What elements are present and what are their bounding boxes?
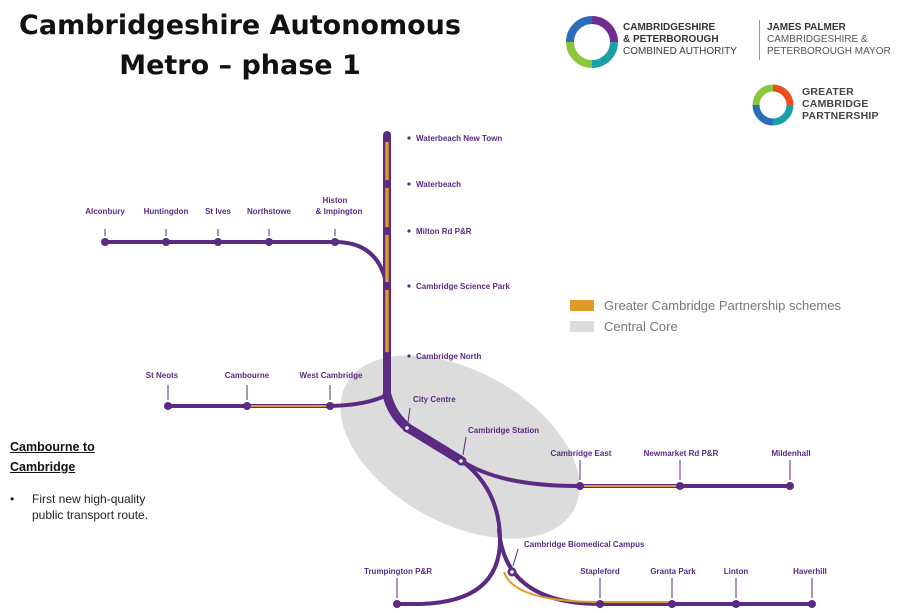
mayor-line-3: PETERBOROUGH MAYOR: [767, 46, 891, 57]
station-waterbeach-new-town: Waterbeach New Town: [383, 134, 502, 143]
station-trumpington: Trumpington P&R: [364, 567, 432, 608]
station-histon-impington: Histon & Impington: [316, 196, 363, 246]
station-label: Newmarket Rd P&R: [644, 449, 719, 458]
ca-line-1: CAMBRIDGESHIRE: [623, 22, 716, 33]
legend-label-core: Central Core: [604, 319, 678, 334]
station-label-line-2: & Impington: [316, 207, 363, 216]
ca-line-3: COMBINED AUTHORITY: [623, 46, 737, 57]
station-st-ives: St Ives: [205, 207, 231, 246]
station-label: Alconbury: [85, 207, 125, 216]
mayor-line-1: JAMES PALMER: [767, 22, 846, 33]
station-label: City Centre: [413, 395, 456, 404]
station-label: Mildenhall: [771, 449, 810, 458]
station-label: Cambridge Biomedical Campus: [524, 540, 645, 549]
station-biomedical-campus: Cambridge Biomedical Campus: [507, 540, 645, 577]
station-label: Milton Rd P&R: [416, 227, 472, 236]
gcp-line-1: GREATER: [802, 86, 854, 98]
ca-line-2: & PETERBOROUGH: [623, 34, 719, 45]
station-label: Cambourne: [225, 371, 270, 380]
station-label: St Neots: [146, 371, 179, 380]
logo-divider: [759, 20, 760, 60]
station-label: West Cambridge: [300, 371, 364, 380]
route-heading-line-1: Cambourne to: [10, 440, 95, 454]
station-label: Trumpington P&R: [364, 567, 432, 576]
station-label: Huntingdon: [144, 207, 189, 216]
route-note-text: First new high-quality public transport …: [32, 492, 149, 522]
station-label: Granta Park: [650, 567, 696, 576]
alconbury-branch-line: [103, 240, 389, 290]
legend-item-core: Central Core: [570, 316, 841, 337]
station-label: Northstowe: [247, 207, 292, 216]
station-st-neots: St Neots: [146, 371, 179, 410]
mayor-name: JAMES PALMER CAMBRIDGESHIRE & PETERBOROU…: [767, 22, 891, 58]
station-label: Linton: [724, 567, 749, 576]
central-core-area: [340, 355, 580, 539]
station-label: Cambridge North: [416, 352, 481, 361]
station-cambourne: Cambourne: [225, 371, 270, 410]
station-label: St Ives: [205, 207, 231, 216]
greater-cambridge-partnership-logo: GREATER CAMBRIDGE PARTNERSHIP: [752, 84, 902, 128]
page-title: Cambridgeshire Autonomous Metro – phase …: [0, 6, 480, 86]
station-milton-rd: Milton Rd P&R: [383, 227, 472, 236]
station-label: Stapleford: [580, 567, 620, 576]
gcp-ring-icon: [752, 84, 794, 126]
station-label: Cambridge Science Park: [416, 282, 510, 291]
map-legend: Greater Cambridge Partnership schemes Ce…: [570, 295, 841, 337]
station-cambridge-east: Cambridge East: [551, 449, 612, 490]
station-cambridge-station: Cambridge Station: [456, 426, 539, 466]
station-newmarket-rd: Newmarket Rd P&R: [644, 449, 719, 490]
station-label-line-1: Histon: [323, 196, 348, 205]
station-alconbury: Alconbury: [85, 207, 125, 246]
south-gcp-highlight: [503, 571, 672, 603]
station-granta-park: Granta Park: [650, 567, 696, 608]
station-city-centre: City Centre: [402, 395, 456, 433]
gcp-line-2: CAMBRIDGE: [802, 98, 869, 110]
east-branch-line: [460, 459, 792, 488]
legend-swatch-core: [570, 321, 594, 332]
station-mildenhall: Mildenhall: [771, 449, 811, 490]
station-cambridge-north: Cambridge North: [383, 352, 481, 361]
gcp-line-3: PARTNERSHIP: [802, 110, 879, 122]
gcp-name: GREATER CAMBRIDGE PARTNERSHIP: [802, 86, 879, 122]
haverhill-branch-line: [497, 528, 814, 606]
combined-authority-name: CAMBRIDGESHIRE & PETERBOROUGH COMBINED A…: [623, 22, 737, 58]
title-line-2: Metro – phase 1: [119, 50, 361, 81]
station-haverhill: Haverhill: [793, 567, 827, 608]
station-linton: Linton: [724, 567, 749, 608]
legend-label-gcp: Greater Cambridge Partnership schemes: [604, 298, 841, 313]
station-label: Cambridge East: [551, 449, 612, 458]
bullet-icon: •: [10, 492, 15, 506]
route-note-bullet: • First new high-quality public transpor…: [10, 491, 170, 523]
station-label: Haverhill: [793, 567, 827, 576]
station-west-cambridge: West Cambridge: [300, 371, 364, 410]
station-nodes: Waterbeach New Town Waterbeach Milton Rd…: [85, 134, 827, 608]
gcp-scheme-highlights: [247, 138, 680, 603]
station-waterbeach: Waterbeach: [383, 180, 461, 189]
combined-authority-emblem-icon: [566, 16, 618, 68]
station-northstowe: Northstowe: [247, 207, 292, 246]
station-label: Cambridge Station: [468, 426, 539, 435]
mayor-line-2: CAMBRIDGESHIRE &: [767, 34, 868, 45]
station-label: Waterbeach: [416, 180, 461, 189]
legend-item-gcp: Greater Cambridge Partnership schemes: [570, 295, 841, 316]
station-label: Waterbeach New Town: [416, 134, 502, 143]
route-note-heading: Cambourne to Cambridge: [10, 437, 170, 477]
station-science-park: Cambridge Science Park: [383, 282, 510, 291]
station-stapleford: Stapleford: [580, 567, 620, 608]
legend-swatch-gcp: [570, 300, 594, 311]
title-line-1: Cambridgeshire Autonomous: [19, 10, 461, 41]
station-huntingdon: Huntingdon: [144, 207, 189, 246]
route-note: Cambourne to Cambridge • First new high-…: [10, 437, 170, 523]
combined-authority-logo: CAMBRIDGESHIRE & PETERBOROUGH COMBINED A…: [566, 16, 896, 72]
route-heading-line-2: Cambridge: [10, 460, 76, 474]
